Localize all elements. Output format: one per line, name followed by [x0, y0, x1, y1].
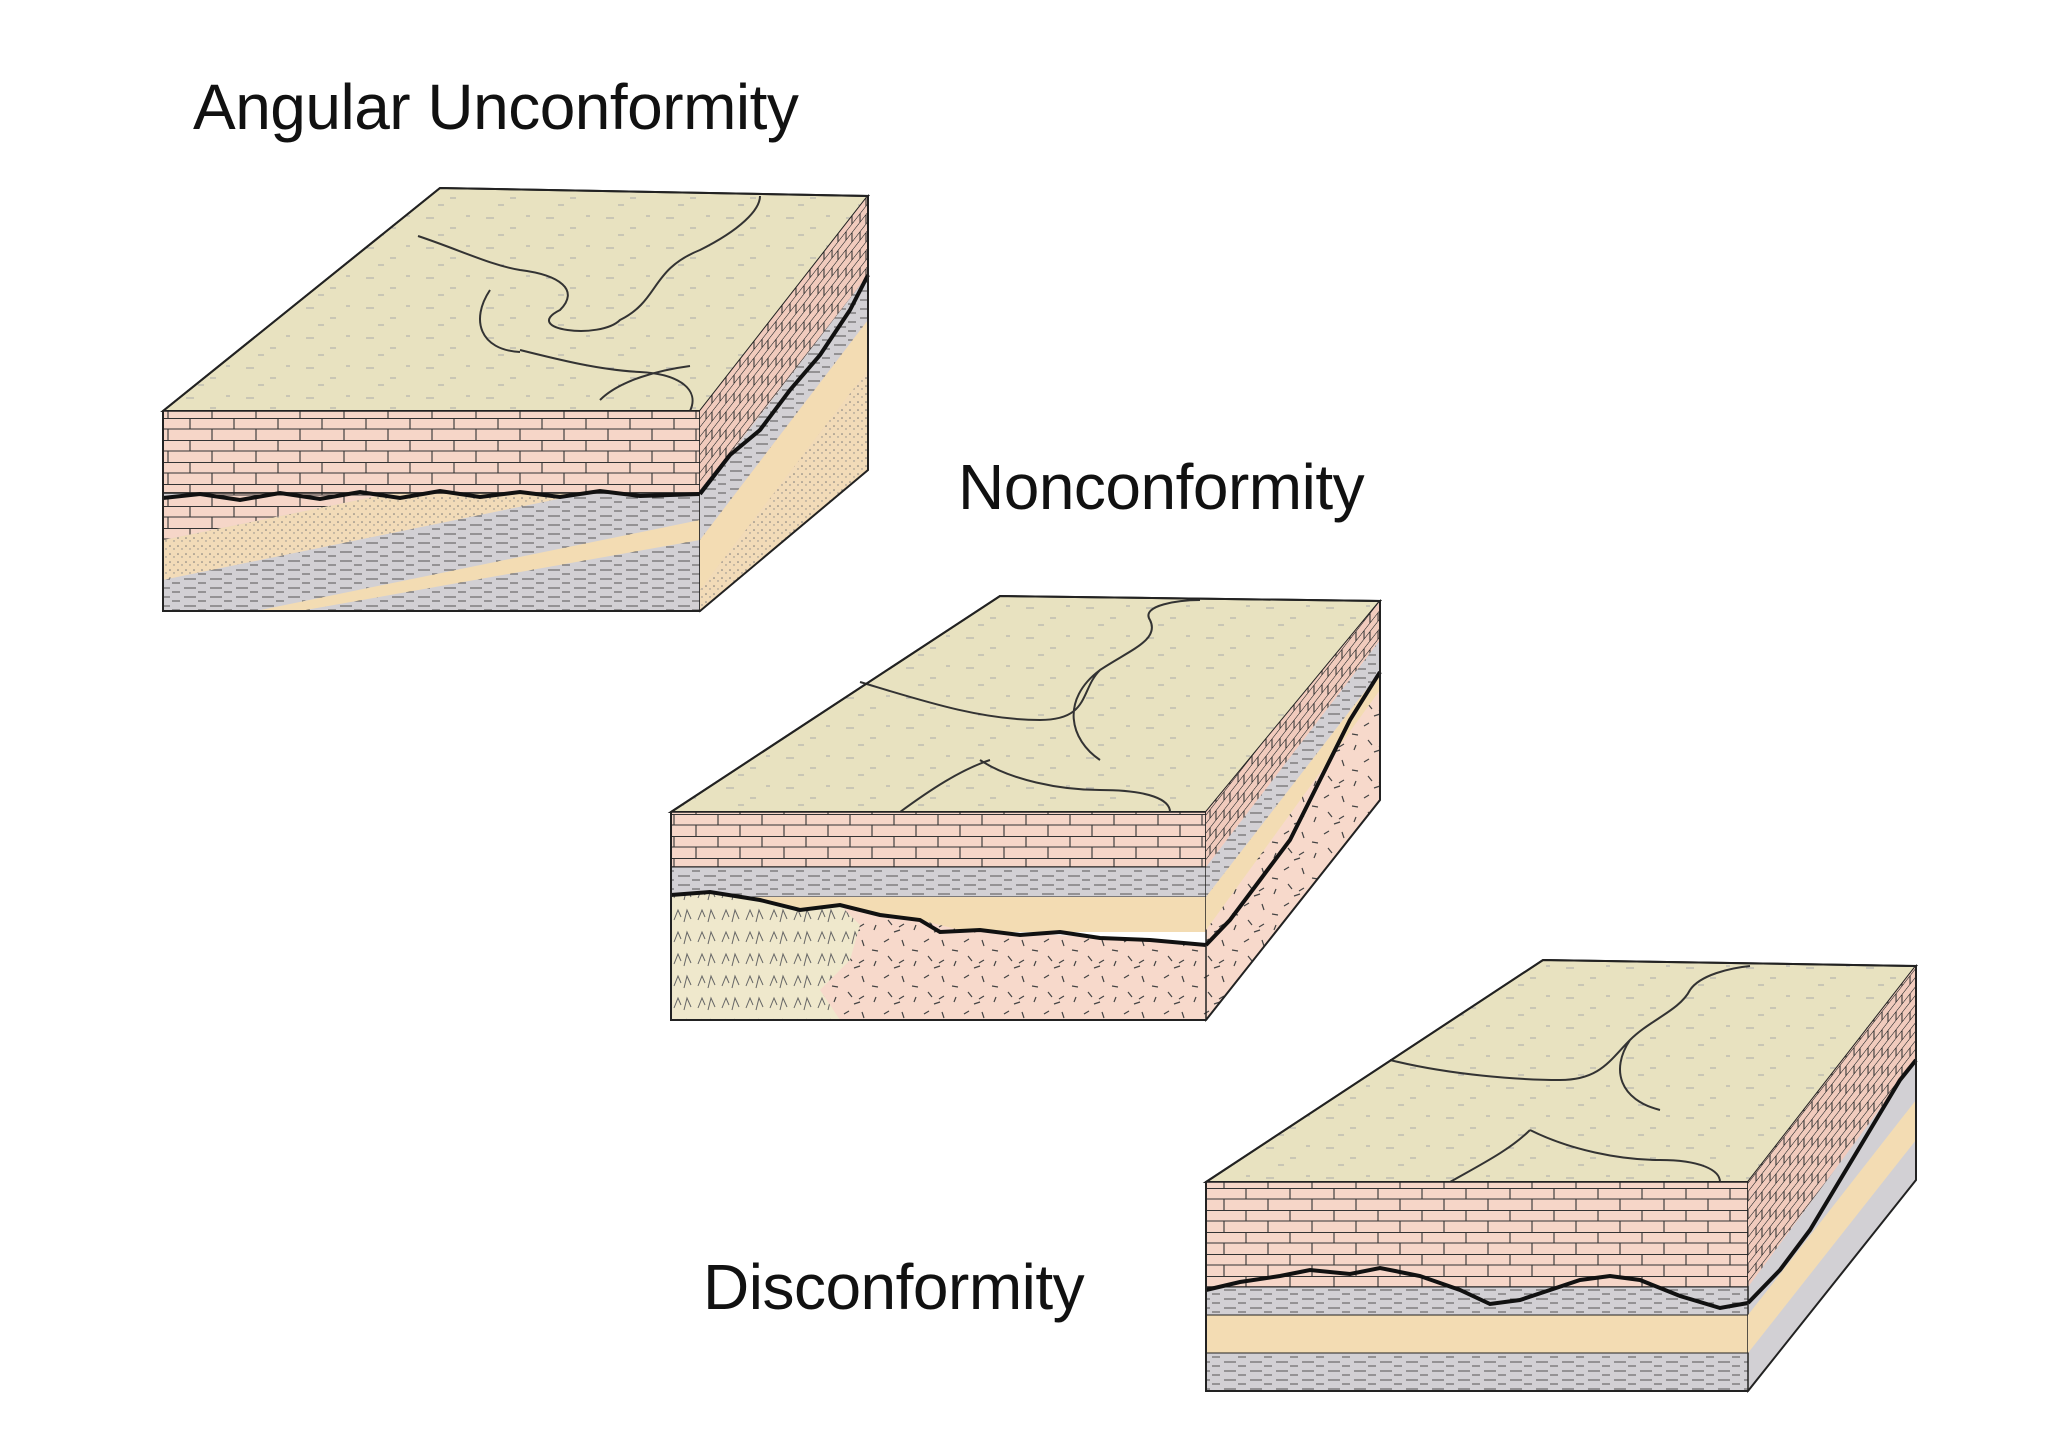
angular-unconformity-line: [162, 488, 701, 503]
disconformity-surface-cracks: [1389, 965, 1751, 1183]
disconformity-brick-layer: [1205, 1181, 1749, 1288]
angular-tilted-strata: [162, 492, 701, 612]
angular-unconformity-block: [160, 186, 871, 613]
angular-brick-layer: [162, 410, 701, 494]
nonconformity-shale-layer: [670, 866, 1207, 898]
disconformity-block: [1202, 958, 1919, 1394]
disconformity-line: [1205, 1265, 1749, 1311]
nonconformity-block: [667, 594, 1383, 1023]
nonconformity-surface-cracks: [859, 599, 1201, 813]
nonconformity-basement: [671, 892, 1206, 1020]
nonconformity-brick-layer: [670, 811, 1207, 868]
disconformity-lower-shale: [1205, 1352, 1749, 1392]
label-disconformity: Disconformity: [703, 1251, 1085, 1323]
nonconformity-line: [670, 889, 1207, 947]
label-angular-unconformity: Angular Unconformity: [193, 71, 799, 143]
disconformity-sandstone-layer: [1205, 1314, 1749, 1354]
disconformity-shale-layer: [1205, 1286, 1749, 1316]
label-nonconformity: Nonconformity: [958, 451, 1365, 523]
angular-surface-cracks: [417, 195, 761, 412]
